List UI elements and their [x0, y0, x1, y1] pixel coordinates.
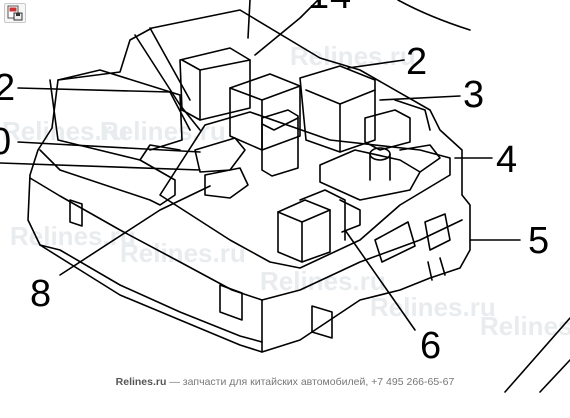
callout-label: 5	[528, 220, 549, 262]
side-clip	[374, 221, 416, 263]
callout-label: 3	[463, 74, 484, 116]
background-part-edge	[504, 317, 570, 393]
mini-fuse-row	[204, 167, 249, 199]
callout-label: 4	[330, 0, 351, 17]
watermark: Relines.ru	[100, 116, 226, 146]
footer-text: — запчасти для китайских автомобилей, +7…	[166, 376, 455, 388]
background-part-edge	[539, 359, 570, 393]
housing-base-edge	[39, 244, 263, 343]
terminal-base	[319, 149, 421, 201]
watermark: Relines.ru	[260, 266, 386, 296]
leader-line	[59, 185, 211, 276]
callout-label: 4	[496, 139, 517, 181]
front-clip	[311, 305, 333, 339]
front-clip	[69, 199, 83, 227]
mini-fuse-row	[194, 137, 246, 173]
relay-right	[299, 65, 376, 153]
relay-front-back	[299, 189, 346, 241]
leader-line	[379, 95, 461, 101]
callout-label: 0	[0, 121, 11, 163]
save-image-button[interactable]	[4, 3, 26, 23]
watermark: Relines.ru	[290, 41, 416, 71]
callout-label: 2	[0, 67, 15, 109]
connector-clip	[339, 199, 361, 233]
leader-line	[344, 229, 416, 331]
side-clip	[424, 213, 451, 251]
leader-line	[254, 0, 319, 56]
side-tab	[427, 257, 446, 281]
callout-numbers: 1 2 2 3 4 5 6 8 0 4	[0, 0, 549, 367]
watermark: Relines.ru	[480, 311, 570, 341]
bracket	[394, 99, 431, 131]
callout-label: 2	[406, 41, 427, 83]
relay-front	[277, 199, 331, 263]
site-footer: Relines.ru — запчасти для китайских авто…	[0, 376, 570, 388]
fuse-block	[261, 109, 299, 177]
relay-middle-edge	[229, 85, 301, 101]
watermark: Relines.ru	[370, 292, 496, 322]
callout-label: 6	[420, 325, 441, 367]
leader-line	[347, 59, 405, 69]
callout-label: 8	[30, 273, 51, 315]
callout-label: 1	[308, 0, 329, 17]
left-rib	[149, 27, 191, 101]
left-block-edge	[139, 144, 181, 161]
relay-large-edge	[181, 59, 251, 71]
housing-rim	[29, 177, 463, 301]
background-part-edge	[397, 0, 471, 31]
leader-line	[247, 0, 251, 39]
leader-line	[17, 87, 191, 131]
left-block	[39, 79, 176, 206]
housing-outline	[27, 9, 471, 353]
relay-large	[179, 47, 251, 121]
save-image-icon	[7, 5, 23, 21]
watermark: Relines.ru	[10, 221, 136, 251]
small-relay	[364, 109, 411, 151]
watermark-layer: Relines.ru Relines.ru Relines.ru Relines…	[2, 41, 570, 341]
cover-plate	[159, 111, 451, 269]
relay-right-edge	[305, 89, 376, 105]
leader-line	[17, 141, 201, 153]
relay-middle	[229, 73, 301, 151]
relay-front-edge	[277, 209, 331, 223]
left-rib	[134, 34, 201, 131]
leader-line	[0, 162, 201, 171]
footer-brand: Relines.ru	[115, 376, 167, 388]
left-block-top	[57, 69, 183, 151]
fuse-block-edge	[261, 117, 299, 131]
front-clip	[219, 284, 243, 321]
mini-fuse-row	[399, 144, 441, 173]
